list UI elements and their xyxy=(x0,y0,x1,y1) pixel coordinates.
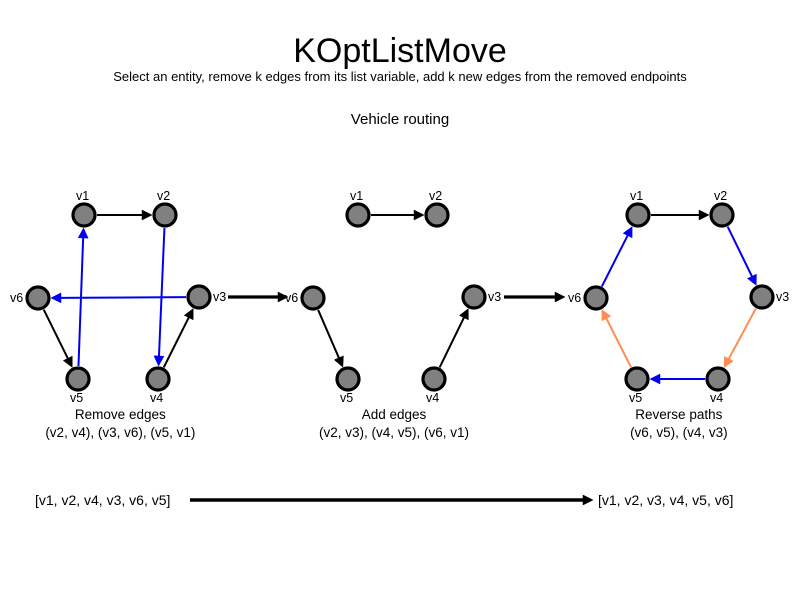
edge-remove-v2-v4-head xyxy=(153,355,165,367)
edge-add-v4-v3-line xyxy=(438,315,466,368)
edge-remove-v2-v4-line xyxy=(157,227,166,358)
node-label-remove-v5: v5 xyxy=(70,391,83,405)
edge-add-v6-v5-line xyxy=(317,309,341,360)
edge-reverse-v3-v4-head xyxy=(723,355,734,369)
connector-2-head xyxy=(554,291,566,303)
caption-title-add: Add edges xyxy=(362,407,427,422)
node-label-reverse-v6: v6 xyxy=(568,291,581,305)
node-label-add-v6: v6 xyxy=(285,291,298,305)
node-label-remove-v1: v1 xyxy=(76,189,89,203)
caption-title-reverse: Reverse paths xyxy=(635,407,722,422)
node-reverse-v3[interactable] xyxy=(749,284,775,310)
panel-remove-nodes: v1 v2 v3 v4 v5 v6 xyxy=(10,189,226,405)
node-label-add-v4: v4 xyxy=(426,391,439,405)
node-label-add-v1: v1 xyxy=(350,189,363,203)
node-add-v6[interactable] xyxy=(300,285,326,311)
page-title: KOptListMove xyxy=(293,32,507,70)
node-label-reverse-v2: v2 xyxy=(714,189,727,203)
edge-reverse-v5-v6-line xyxy=(604,316,633,368)
panel-add-edges xyxy=(317,209,469,368)
edge-reverse-v4-v5-head xyxy=(649,373,661,385)
list-before: [v1, v2, v4, v3, v6, v5] xyxy=(35,492,170,508)
edge-remove-v6-v5-head xyxy=(62,355,73,368)
node-reverse-v6[interactable] xyxy=(583,285,609,311)
panel-remove-edges xyxy=(42,209,194,368)
node-label-remove-v4: v4 xyxy=(150,391,163,405)
caption-detail-remove: (v2, v4), (v3, v6), (v5, v1) xyxy=(45,425,195,440)
node-add-v2[interactable] xyxy=(424,202,450,228)
footer-layer: [v1, v2, v4, v3, v6, v5] [v1, v2, v3, v4,… xyxy=(35,492,733,508)
panel-add-nodes: v1 v2 v3 v4 v5 v6 xyxy=(285,189,501,405)
node-label-add-v5: v5 xyxy=(340,391,353,405)
node-remove-v1[interactable] xyxy=(71,202,97,228)
node-label-remove-v3: v3 xyxy=(213,290,226,304)
edge-remove-v1-v2-head xyxy=(141,209,153,221)
edge-remove-v4-v3-head xyxy=(183,308,194,321)
node-label-reverse-v3: v3 xyxy=(776,290,789,304)
caption-detail-add: (v2, v3), (v4, v5), (v6, v1) xyxy=(319,425,469,440)
edge-add-v4-v3-head xyxy=(458,308,469,321)
node-label-add-v3: v3 xyxy=(488,290,501,304)
node-remove-v3[interactable] xyxy=(186,284,212,310)
node-label-remove-v6: v6 xyxy=(10,291,23,305)
node-add-v4[interactable] xyxy=(421,366,447,392)
edge-remove-v3-v6-head xyxy=(50,292,62,304)
node-reverse-v1[interactable] xyxy=(625,202,651,228)
node-remove-v5[interactable] xyxy=(65,366,91,392)
panel-reverse-nodes: v1 v2 v3 v4 v5 v6 xyxy=(568,189,789,405)
node-add-v3[interactable] xyxy=(461,284,487,310)
node-add-v1[interactable] xyxy=(345,202,371,228)
node-label-add-v2: v2 xyxy=(429,189,442,203)
list-after: [v1, v2, v3, v4, v5, v6] xyxy=(598,492,733,508)
panel-reverse-edges xyxy=(600,209,757,385)
caption-detail-reverse: (v6, v5), (v4, v3) xyxy=(630,425,728,440)
edge-reverse-v6-v1-head xyxy=(622,226,633,239)
edge-remove-v5-v1-head xyxy=(77,227,89,239)
transform-arrow xyxy=(190,494,594,506)
edge-reverse-v3-v4-line xyxy=(727,307,757,361)
node-add-v5[interactable] xyxy=(335,366,361,392)
section-label: Vehicle routing xyxy=(351,111,449,128)
connector-2 xyxy=(504,291,566,303)
node-label-reverse-v5: v5 xyxy=(629,391,642,405)
transform-arrow-head xyxy=(582,494,594,506)
node-label-reverse-v4: v4 xyxy=(710,391,723,405)
node-remove-v4[interactable] xyxy=(145,366,171,392)
connectors-layer xyxy=(228,291,566,303)
node-remove-v2[interactable] xyxy=(152,202,178,228)
edge-reverse-v6-v1-line xyxy=(600,233,630,287)
edge-reverse-v5-v6-head xyxy=(601,309,612,322)
node-label-reverse-v1: v1 xyxy=(630,189,643,203)
edge-add-v6-v5-head xyxy=(333,355,344,368)
connector-1-head xyxy=(277,291,289,303)
node-reverse-v4[interactable] xyxy=(705,366,731,392)
node-remove-v6[interactable] xyxy=(25,285,51,311)
edge-reverse-v2-v3-head xyxy=(746,273,757,286)
edge-remove-v3-v6-line xyxy=(59,296,187,299)
node-reverse-v2[interactable] xyxy=(709,202,735,228)
edge-add-v1-v2-head xyxy=(413,209,425,221)
caption-title-remove: Remove edges xyxy=(75,407,166,422)
edge-remove-v6-v5-line xyxy=(42,309,70,361)
edge-remove-v4-v3-line xyxy=(162,315,191,368)
edge-remove-v5-v1-line xyxy=(77,236,85,367)
node-reverse-v5[interactable] xyxy=(624,366,650,392)
connector-1 xyxy=(228,291,289,303)
edge-reverse-v1-v2-head xyxy=(698,209,710,221)
page-subtitle: Select an entity, remove k edges from it… xyxy=(113,69,687,84)
edge-reverse-v2-v3-line xyxy=(726,226,754,279)
node-label-remove-v2: v2 xyxy=(157,189,170,203)
